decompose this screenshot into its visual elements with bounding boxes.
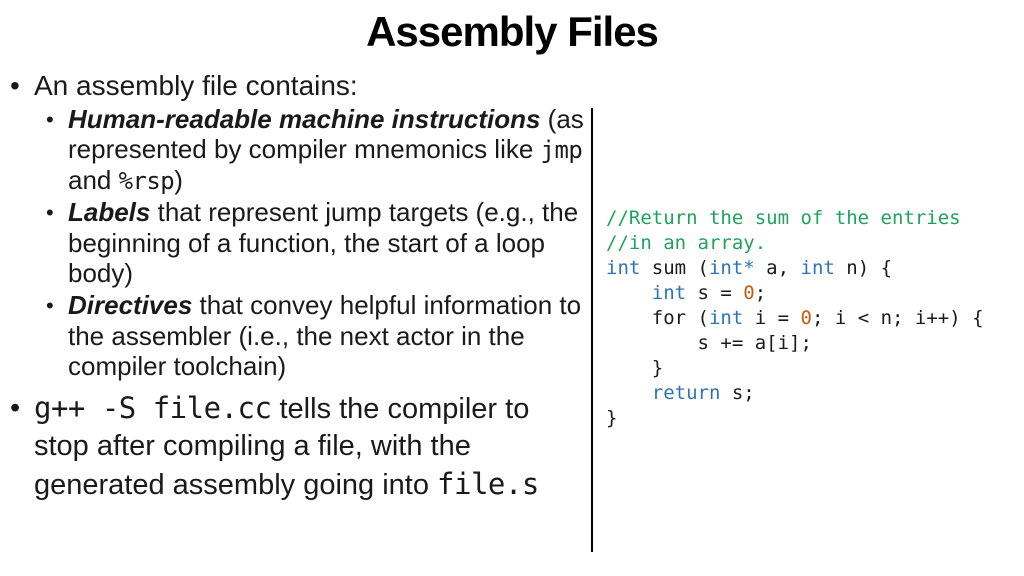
code-line: //Return the sum of the entries [606, 206, 984, 231]
sub-bullet-list: • Human-readable machine instructions (a… [34, 104, 588, 382]
list-item: • g++ -S file.cc tells the compiler to s… [10, 390, 588, 505]
code-line: s += a[i]; [606, 331, 984, 356]
code-token: ; i < n; i++) { [811, 307, 984, 329]
code-token: for ( [606, 307, 709, 329]
bullet-text: tells the compiler to stop after compili… [34, 392, 530, 501]
code-token: return [651, 382, 721, 404]
bullet-marker: • [10, 70, 20, 101]
list-item: • Directives that convey helpful informa… [46, 290, 588, 381]
code-token: 0 [743, 282, 755, 304]
divider-line [591, 108, 593, 552]
bullet-marker: • [10, 391, 21, 424]
code-line: for (int i = 0; i < n; i++) { [606, 306, 984, 331]
code-token: } [606, 407, 618, 429]
code-token [606, 382, 652, 404]
code-token: i = [743, 307, 801, 329]
bullet-text: (as represented by compiler mnemonics li… [68, 103, 584, 165]
key-term: Human-readable machine instructions [68, 103, 541, 134]
code-token: //Return the sum of the entries [606, 207, 961, 229]
code-token: s; [720, 382, 755, 404]
code-token: 0 [800, 307, 812, 329]
code-block: //Return the sum of the entries //in an a… [606, 206, 984, 431]
code-token: sum ( [640, 257, 709, 279]
code-token: int [800, 257, 835, 279]
inline-code: g++ -S file.cc [34, 390, 272, 425]
code-token: int* [708, 257, 755, 279]
code-line: } [606, 406, 984, 431]
inline-code: %rsp [118, 166, 175, 195]
code-line: int sum (int* a, int n) { [606, 256, 984, 281]
bullet-text: An assembly file contains: [34, 70, 358, 101]
code-token: int [606, 257, 641, 279]
inline-code: jmp [540, 136, 583, 165]
code-token: //in an array. [606, 232, 767, 254]
code-token: s += a[i]; [606, 332, 812, 354]
code-token: n) { [834, 257, 893, 279]
list-item: • Labels that represent jump targets (e.… [46, 197, 588, 288]
bullet-marker: • [46, 106, 54, 132]
code-line: } [606, 356, 984, 381]
bullet-marker: • [46, 200, 54, 226]
list-item: • Human-readable machine instructions (a… [46, 104, 588, 195]
key-term: Directives [68, 290, 193, 321]
code-line: int s = 0; [606, 281, 984, 306]
code-token: ; [754, 282, 767, 304]
page-title: Assembly Files [366, 8, 659, 55]
code-token: } [606, 357, 664, 379]
key-term: Labels [68, 197, 151, 228]
code-token: a, [754, 257, 801, 279]
code-token: int [651, 282, 687, 304]
bullet-marker: • [46, 293, 54, 319]
bullet-list: • An assembly file contains: • Human-rea… [10, 70, 588, 505]
code-token: int [708, 307, 744, 329]
code-line: //in an array. [606, 231, 984, 256]
code-token: s = [686, 282, 744, 304]
list-item: • An assembly file contains: • Human-rea… [10, 70, 588, 384]
bullet-text: ) [174, 164, 183, 195]
code-token [606, 282, 652, 304]
bullet-text: that convey helpful information to the a… [68, 290, 582, 382]
code-line: return s; [606, 381, 984, 406]
bullet-text: and [68, 164, 119, 195]
bullet-text: that represent jump targets (e.g., the b… [68, 197, 579, 288]
inline-code: file.s [437, 466, 539, 501]
